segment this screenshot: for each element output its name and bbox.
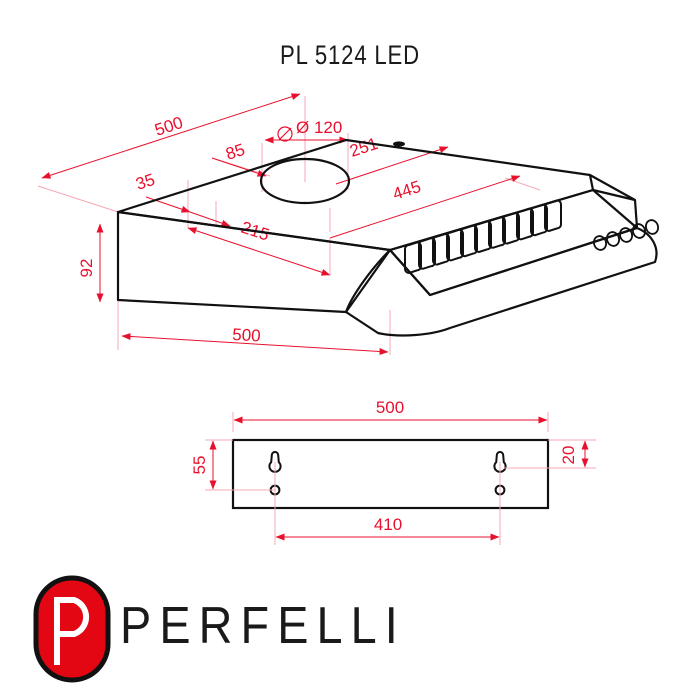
dim-hole-spacing: 410 [275, 515, 500, 541]
dim-duct-depth-offset: 215 [187, 218, 331, 276]
dim-width-front: 500 [121, 325, 389, 355]
hood-body [116, 138, 658, 337]
dim-label-front-offset: 35 [133, 170, 157, 194]
grille-slots [404, 199, 562, 275]
top-surface-mark [393, 141, 405, 147]
dim-label-duct-diameter: Ø 120 [296, 118, 342, 137]
plate-view [231, 438, 550, 510]
dim-label-depth-top: 500 [152, 113, 185, 140]
dim-label-duct-offset-left: 85 [223, 140, 247, 164]
dim-label-plate-hole-height: 55 [190, 456, 209, 475]
dim-depth-top: 500 [41, 93, 301, 179]
dim-label-height: 92 [77, 259, 96, 278]
dim-height: 92 [77, 223, 104, 303]
dim-label-hole-spacing: 410 [374, 515, 402, 534]
dim-duct-diameter: Ø 120 [264, 118, 349, 144]
dimension-lines-main [37, 96, 541, 355]
dim-label-plate-edge-offset: 20 [559, 446, 578, 465]
dim-label-duct-offset-right: 251 [347, 134, 380, 161]
dim-plate-width: 500 [233, 398, 548, 424]
brand-logo-mark [33, 575, 111, 683]
dim-plate-hole-height: 55 [190, 440, 217, 490]
dim-label-plate-width: 500 [376, 398, 404, 417]
brand-wordmark: PERFELLI [120, 597, 406, 655]
dim-duct-offset-left: 85 [211, 140, 267, 177]
dim-label-body-length: 445 [390, 177, 423, 204]
control-buttons[interactable] [592, 218, 660, 251]
page-title: PL 5124 LED [280, 40, 420, 70]
dim-front-offset: 35 [133, 170, 231, 227]
duct-opening [259, 157, 351, 205]
dim-label-width-front: 500 [232, 325, 261, 345]
dim-plate-edge-offset: 20 [559, 440, 589, 468]
dimension-lines-plate [205, 412, 596, 545]
